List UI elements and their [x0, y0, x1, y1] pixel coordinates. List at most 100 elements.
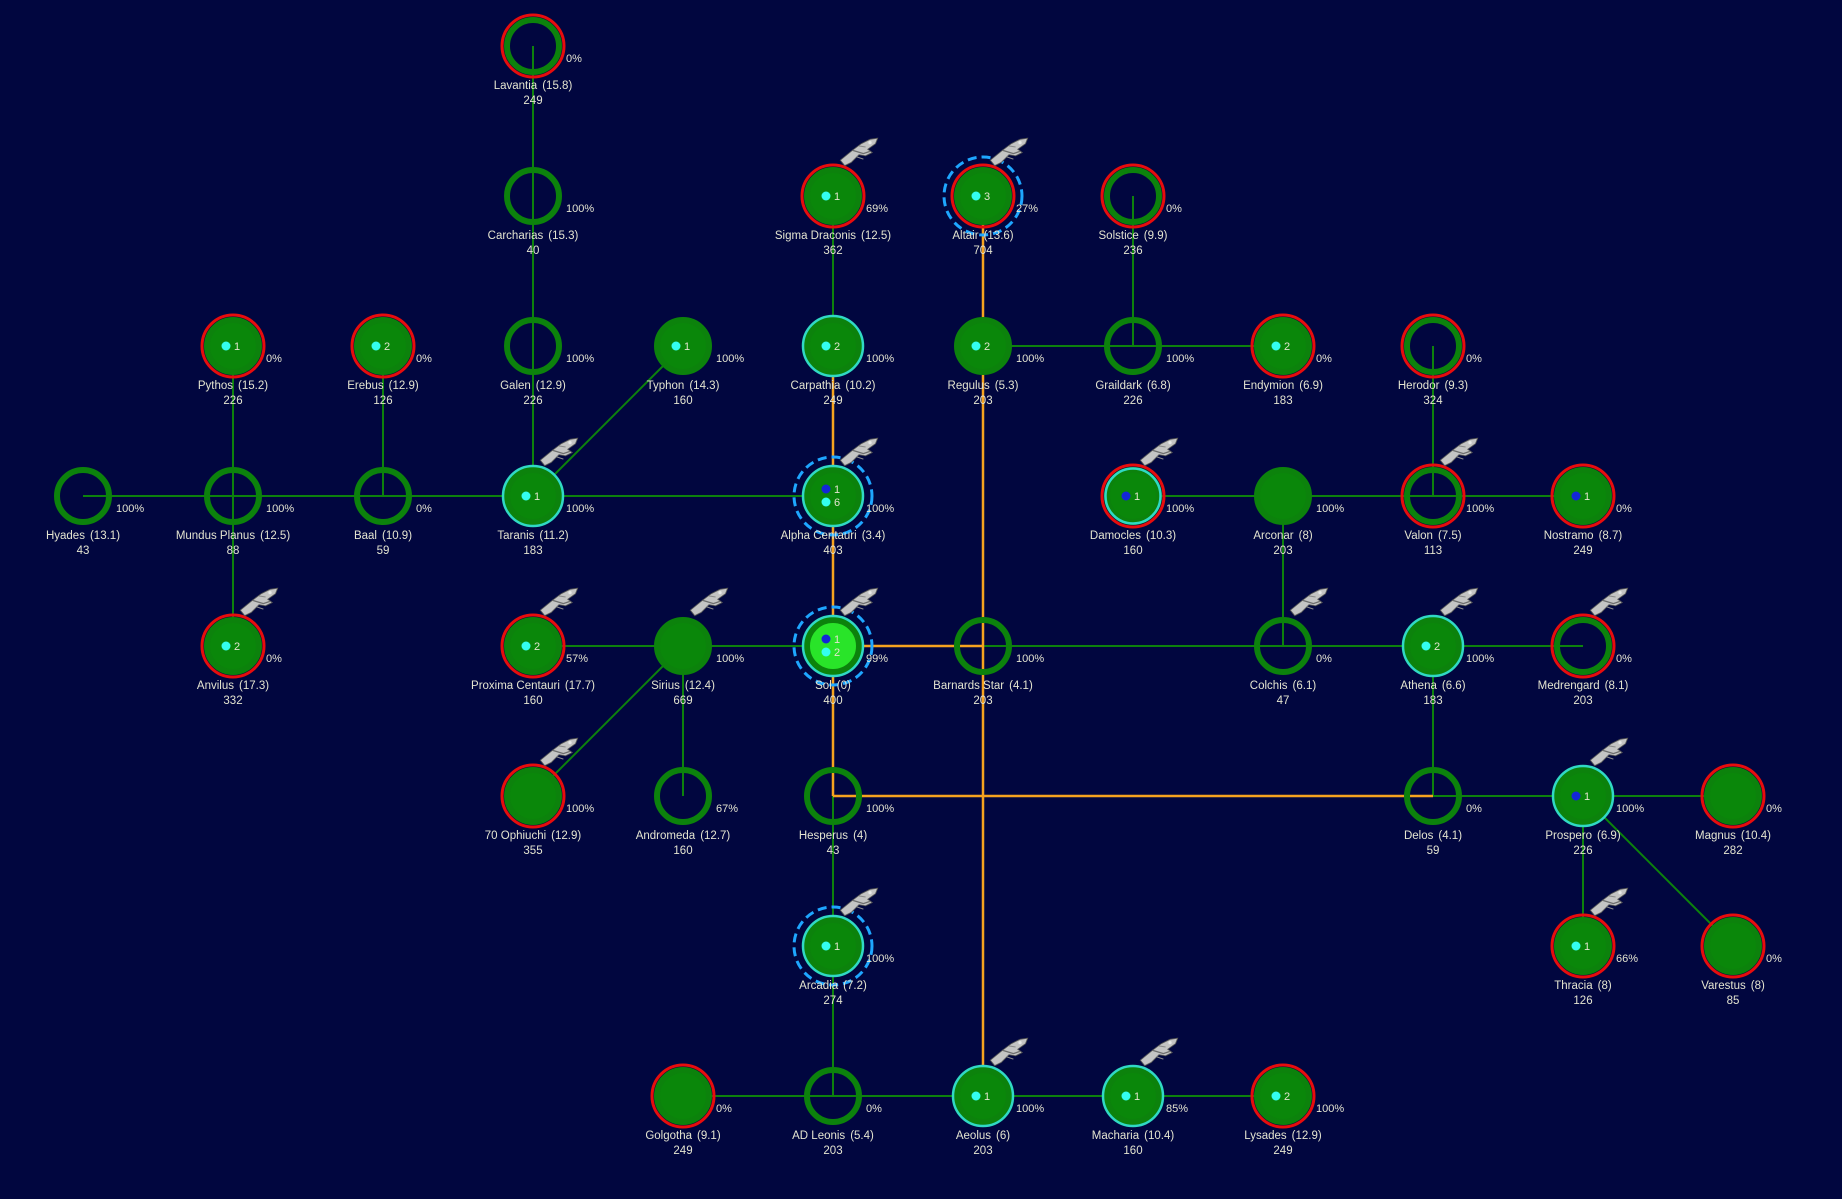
planet-body[interactable] — [504, 467, 562, 525]
star-system-galen[interactable]: 100%Galen(12.9)226 — [500, 317, 594, 407]
ship-icon[interactable] — [989, 137, 1029, 167]
planet-body[interactable] — [1404, 617, 1462, 675]
star-system-ophiuchi[interactable]: 100%70 Ophiuchi(12.9)355 — [485, 737, 595, 857]
planet-body[interactable] — [1104, 317, 1162, 375]
planet-body[interactable] — [654, 317, 712, 375]
star-system-graildark[interactable]: 100%Graildark(6.8)226 — [1095, 317, 1194, 407]
planet-body[interactable] — [804, 467, 862, 525]
star-system-anvilus[interactable]: 20%Anvilus(17.3)332 — [197, 587, 282, 707]
planet-body[interactable] — [204, 467, 262, 525]
star-system-endymion[interactable]: 20%Endymion(6.9)183 — [1243, 313, 1332, 407]
star-system-thracia[interactable]: 166%Thracia(8)126 — [1550, 887, 1638, 1007]
planet-body[interactable] — [1404, 317, 1462, 375]
planet-body[interactable] — [654, 767, 712, 825]
planet-body[interactable] — [1104, 1067, 1162, 1125]
planet-body[interactable] — [1554, 917, 1612, 975]
star-system-solstice[interactable]: 0%Solstice(9.9)236 — [1099, 163, 1183, 257]
planet-body[interactable] — [804, 1067, 862, 1125]
ship-icon[interactable] — [1589, 587, 1629, 617]
planet-body[interactable] — [504, 317, 562, 375]
planet-body[interactable] — [954, 167, 1012, 225]
planet-body[interactable] — [1554, 617, 1612, 675]
planet-body[interactable] — [804, 767, 862, 825]
star-system-barnards[interactable]: 100%Barnards Star(4.1)203 — [933, 617, 1044, 707]
planet-body[interactable] — [1254, 317, 1312, 375]
ship-icon[interactable] — [1139, 437, 1179, 467]
planet-body[interactable] — [654, 1067, 712, 1125]
planet-body[interactable] — [1704, 767, 1762, 825]
ship-icon[interactable] — [1439, 587, 1479, 617]
star-system-macharia[interactable]: 185%Macharia(10.4)160 — [1092, 1037, 1188, 1157]
planet-body[interactable] — [504, 767, 562, 825]
ship-icon[interactable] — [839, 587, 879, 617]
ship-icon[interactable] — [539, 587, 579, 617]
ship-icon[interactable] — [539, 437, 579, 467]
star-system-arconar[interactable]: 100%Arconar(8)203 — [1253, 467, 1344, 557]
planet-body[interactable] — [204, 617, 262, 675]
planet-body[interactable] — [1554, 467, 1612, 525]
planet-body[interactable] — [54, 467, 112, 525]
planet-body[interactable] — [1254, 617, 1312, 675]
planet-body[interactable] — [504, 617, 562, 675]
planet-body[interactable] — [1404, 467, 1462, 525]
ship-icon[interactable] — [1589, 737, 1629, 767]
star-system-varestus[interactable]: 0%Varestus(8)85 — [1700, 913, 1782, 1007]
planet-body[interactable] — [954, 317, 1012, 375]
ship-icon[interactable] — [839, 137, 879, 167]
planet-body[interactable] — [1104, 167, 1162, 225]
star-system-baal[interactable]: 0%Baal(10.9)59 — [354, 467, 432, 557]
star-system-adleonis[interactable]: 0%AD Leonis(5.4)203 — [792, 1067, 882, 1157]
star-system-magnus[interactable]: 0%Magnus(10.4)282 — [1695, 763, 1782, 857]
planet-body[interactable] — [1254, 467, 1312, 525]
planet-body[interactable] — [504, 17, 562, 75]
ship-icon[interactable] — [989, 1037, 1029, 1067]
star-system-herodor[interactable]: 0%Herodor(9.3)324 — [1398, 313, 1482, 407]
star-system-mundus[interactable]: 100%Mundus Planus(12.5)88 — [176, 467, 295, 557]
planet-body[interactable] — [804, 917, 862, 975]
star-system-sigma[interactable]: 169%Sigma Draconis(12.5)362 — [775, 137, 891, 257]
star-system-proxima[interactable]: 257%Proxima Centauri(17.7)160 — [471, 587, 595, 707]
ship-icon[interactable] — [839, 887, 879, 917]
planet-body[interactable] — [1404, 767, 1462, 825]
star-system-medrengard[interactable]: 0%Medrengard(8.1)203 — [1538, 587, 1632, 707]
star-system-altair[interactable]: 327%Altair(13.6)704 — [942, 137, 1038, 257]
star-system-valon[interactable]: 100%Valon(7.5)113 — [1400, 437, 1494, 557]
planet-body[interactable] — [654, 617, 712, 675]
planet-body[interactable] — [804, 617, 862, 675]
planet-body[interactable] — [204, 317, 262, 375]
ship-icon[interactable] — [839, 437, 879, 467]
star-system-carcharias[interactable]: 100%Carcharias(15.3)40 — [488, 167, 595, 257]
star-system-sirius[interactable]: 100%Sirius(12.4)669 — [651, 587, 744, 707]
ship-icon[interactable] — [1589, 887, 1629, 917]
star-system-nostramo[interactable]: 10%Nostramo(8.7)249 — [1544, 463, 1632, 557]
star-system-colchis[interactable]: 0%Colchis(6.1)47 — [1250, 587, 1332, 707]
planet-body[interactable] — [1254, 1067, 1312, 1125]
ship-icon[interactable] — [1439, 437, 1479, 467]
ship-icon[interactable] — [539, 737, 579, 767]
planet-body[interactable] — [954, 617, 1012, 675]
star-system-lavantia[interactable]: 0%Lavantia(15.8)249 — [494, 13, 582, 107]
star-system-delos[interactable]: 0%Delos(4.1)59 — [1404, 767, 1482, 857]
planet-body[interactable] — [1704, 917, 1762, 975]
planet-body[interactable] — [1554, 767, 1612, 825]
star-system-erebus[interactable]: 20%Erebus(12.9)126 — [347, 313, 432, 407]
ship-icon[interactable] — [239, 587, 279, 617]
star-system-andromeda[interactable]: 67%Andromeda(12.7)160 — [636, 767, 739, 857]
planet-body[interactable] — [804, 167, 862, 225]
star-system-hesperus[interactable]: 100%Hesperus(4)43 — [799, 767, 895, 857]
planet-body[interactable] — [1104, 467, 1162, 525]
planet-body[interactable] — [504, 167, 562, 225]
